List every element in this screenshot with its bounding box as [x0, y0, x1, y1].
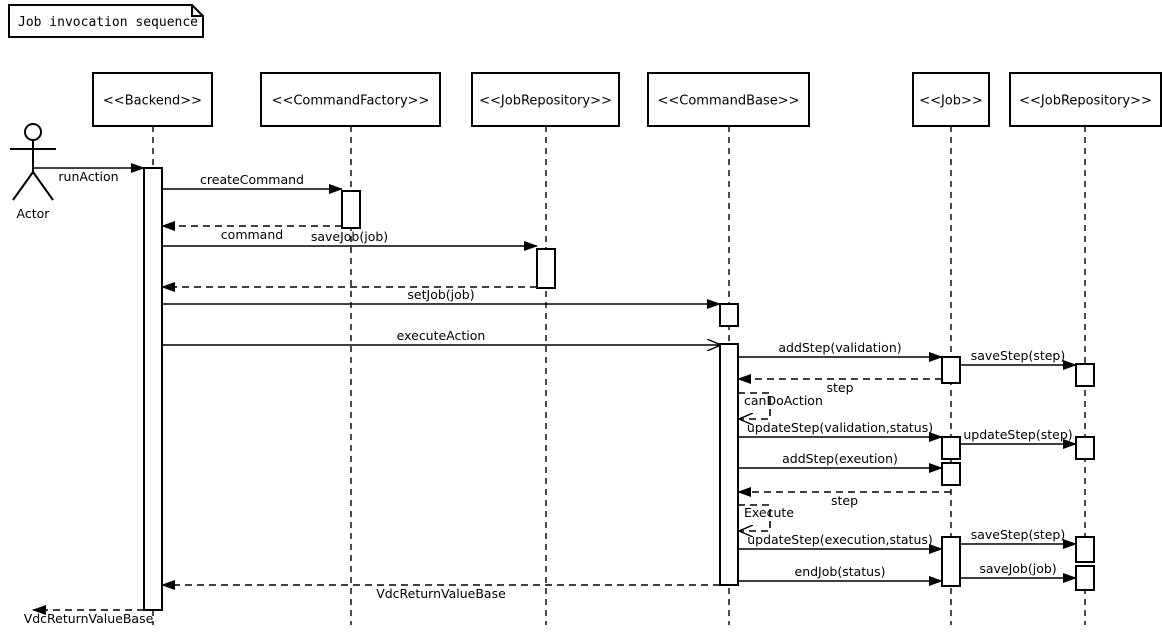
message-m18[interactable]: saveStep(step): [960, 527, 1077, 549]
activation-bar-backend[interactable]: [143, 167, 163, 611]
message-m13[interactable]: updateStep(step): [960, 427, 1077, 449]
message-label: updateStep(step): [963, 427, 1072, 442]
activation-bar-jobrepository2[interactable]: [1075, 565, 1095, 591]
title-note: Job invocation sequence: [8, 4, 204, 38]
message-m8[interactable]: addStep(validation): [738, 340, 943, 362]
message-m3[interactable]: command: [161, 221, 342, 242]
activation-bar-commandbase[interactable]: [719, 343, 739, 586]
message-label: endJob(status): [795, 564, 886, 579]
message-self-loop-line: [738, 392, 771, 419]
message-m17[interactable]: updateStep(execution,status): [738, 532, 943, 554]
message-m21[interactable]: VdcReturnValueBase: [161, 580, 720, 601]
message-m15[interactable]: step: [737, 487, 951, 508]
message-m22[interactable]: VdcReturnValueBase: [24, 605, 154, 626]
message-label: saveJob(job): [979, 561, 1056, 576]
message-label: step: [826, 380, 853, 395]
message-m16[interactable]: Execute: [738, 504, 794, 531]
lifeline-header-label: <<JobRepository>>: [1019, 94, 1152, 109]
lifeline-backend[interactable]: <<Backend>>: [92, 72, 213, 625]
lifeline-header-box[interactable]: [92, 72, 213, 127]
message-m6[interactable]: setJob(job): [162, 287, 721, 309]
message-label: runAction: [58, 169, 118, 184]
message-label: addStep(exeution): [782, 451, 898, 466]
lifeline-header-label: <<CommandFactory>>: [272, 94, 430, 109]
message-m2[interactable]: createCommand: [162, 172, 343, 194]
activation-bar-job[interactable]: [941, 536, 961, 587]
activation-bar-job[interactable]: [941, 462, 961, 486]
activation-bar-job[interactable]: [941, 356, 961, 384]
message-label: canDoAction: [744, 393, 823, 408]
actor[interactable]: Actor: [10, 123, 56, 221]
message-label: step: [831, 493, 858, 508]
activation-bar-jobrepository2[interactable]: [1075, 536, 1095, 563]
lifeline-commandfactory[interactable]: <<CommandFactory>>: [260, 72, 441, 625]
message-m11[interactable]: canDoAction: [738, 392, 823, 419]
actor-label: Actor: [17, 206, 51, 221]
message-label: VdcReturnValueBase: [24, 611, 154, 626]
message-m1[interactable]: runAction: [33, 163, 145, 184]
diagram-title: Job invocation sequence: [18, 15, 198, 30]
message-label: updateStep(validation,status): [747, 420, 933, 435]
message-label: saveStep(step): [971, 527, 1066, 542]
activation-bar-commandbase[interactable]: [719, 303, 739, 327]
activation-bar-jobrepository1[interactable]: [536, 248, 556, 289]
lifeline-header-box[interactable]: [260, 72, 441, 127]
message-m10[interactable]: step: [737, 374, 942, 395]
message-label: VdcReturnValueBase: [376, 586, 506, 601]
message-label: saveJob(job): [311, 229, 388, 244]
lifelines-layer: <<Backend>> <<CommandFactory>> <<JobReposi…: [92, 72, 1162, 625]
activations-layer: [143, 167, 1095, 611]
activation-bar-job[interactable]: [941, 436, 961, 460]
message-label: updateStep(execution,status): [747, 532, 933, 547]
message-label: createCommand: [200, 172, 304, 187]
lifeline-jobrepository2[interactable]: <<JobRepository>>: [1009, 72, 1162, 625]
messages-layer: runAction createCommand command saveJob(job…: [24, 163, 1077, 626]
message-label: executeAction: [397, 328, 486, 343]
lifeline-jobrepository1[interactable]: <<JobRepository>>: [471, 72, 620, 625]
message-m19[interactable]: endJob(status): [738, 564, 943, 586]
message-label: Execute: [744, 505, 794, 520]
lifeline-header-label: <<CommandBase>>: [657, 94, 799, 109]
lifeline-header-label: <<Job>>: [919, 94, 983, 109]
message-m7[interactable]: executeAction: [162, 328, 720, 345]
message-self-loop-line: [738, 504, 771, 531]
lifeline-job[interactable]: <<Job>>: [912, 72, 990, 625]
lifeline-header-box[interactable]: [647, 72, 810, 127]
lifeline-commandbase[interactable]: <<CommandBase>>: [647, 72, 810, 625]
message-label: command: [221, 227, 283, 242]
actor-right-leg-icon: [32, 171, 54, 201]
lifeline-header-box[interactable]: [471, 72, 620, 127]
message-m9[interactable]: saveStep(step): [960, 348, 1077, 370]
message-label: addStep(validation): [778, 340, 901, 355]
lifeline-header-label: <<JobRepository>>: [479, 94, 612, 109]
message-m4[interactable]: saveJob(job): [162, 229, 538, 251]
activation-bar-jobrepository2[interactable]: [1075, 363, 1095, 387]
message-label: setJob(job): [407, 287, 474, 302]
title-note-shape: [8, 4, 204, 38]
title-note-fold-icon: [191, 5, 203, 17]
activation-bar-commandfactory[interactable]: [341, 190, 361, 229]
actor-head-icon: [24, 123, 42, 141]
message-m14[interactable]: addStep(exeution): [738, 451, 943, 473]
message-label: saveStep(step): [971, 348, 1066, 363]
actor-left-leg-icon: [12, 171, 34, 201]
message-m20[interactable]: saveJob(job): [960, 561, 1077, 583]
lifeline-header-label: <<Backend>>: [103, 94, 202, 109]
activation-bar-jobrepository2[interactable]: [1075, 436, 1095, 460]
message-m12[interactable]: updateStep(validation,status): [738, 420, 943, 442]
